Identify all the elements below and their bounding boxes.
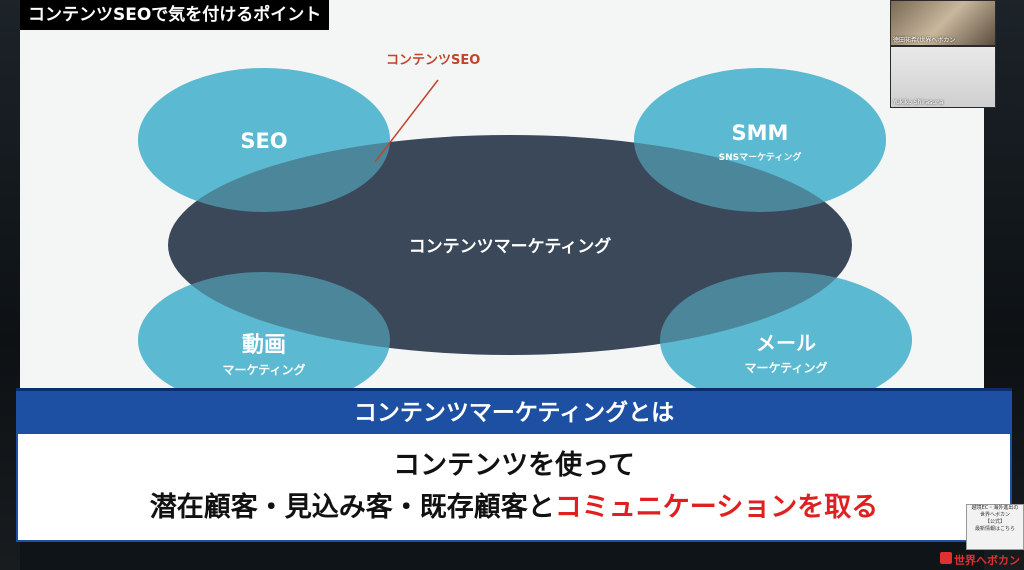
venn-diagram: コンテンツSEO SEO SMM SNSマーケティング コンテンツマーケティング…	[138, 53, 912, 400]
brand-badge[interactable]: 越境EC・海外進出の 世界へボカン 【公式】 最新情報はこちら	[966, 504, 1024, 550]
brand-badge-line-1: 越境EC・海外進出の	[971, 505, 1019, 511]
callout-label: コンテンツSEO	[386, 53, 480, 68]
caption-line-2: 潜在顧客・見込み客・既存顧客とコミュニケーションを取る	[18, 486, 1010, 530]
caption-line-2-text: 潜在顧客・見込み客・既存顧客と	[149, 492, 555, 523]
participant-video-2[interactable]: Yukiko Shirasuna	[890, 46, 996, 108]
caption-body: コンテンツを使って 潜在顧客・見込み客・既存顧客とコミュニケーションを取る	[16, 432, 1012, 542]
video-subtitle: マーケティング	[222, 362, 305, 377]
participant-name-2: Yukiko Shirasuna	[893, 99, 944, 106]
smm-title: SMM	[732, 121, 789, 145]
brand-badge-line-4: 最新情報はこちら	[974, 526, 1015, 532]
caption-heading: コンテンツマーケティングとは	[16, 388, 1012, 435]
mail-title: メール	[756, 331, 816, 355]
video-title: 動画	[242, 333, 286, 358]
caption-highlight: コミュニケーションを取る	[554, 492, 879, 523]
seo-title: SEO	[240, 129, 287, 153]
brand-label: 世界へボカン	[954, 554, 1020, 567]
callout-line	[374, 79, 439, 163]
presentation-slide: コンテンツSEO SEO SMM SNSマーケティング コンテンツマーケティング…	[20, 0, 984, 400]
participant-video-1[interactable]: 徳田祐希(世界へボカン	[890, 0, 996, 46]
video-title-banner: コンテンツSEOで気を付けるポイント	[20, 0, 330, 30]
background-left	[0, 0, 20, 570]
brand-badge-line-3: 【公式】	[984, 519, 1005, 525]
caption-line-1: コンテンツを使って	[393, 450, 635, 481]
brand-badge-line-2: 世界へボカン	[979, 512, 1010, 518]
center-label: コンテンツマーケティング	[409, 236, 612, 257]
mail-subtitle: マーケティング	[744, 360, 827, 375]
smm-subtitle: SNSマーケティング	[719, 151, 802, 163]
brand-logo-icon	[940, 552, 952, 564]
participant-name-1: 徳田祐希(世界へボカン	[893, 37, 956, 44]
